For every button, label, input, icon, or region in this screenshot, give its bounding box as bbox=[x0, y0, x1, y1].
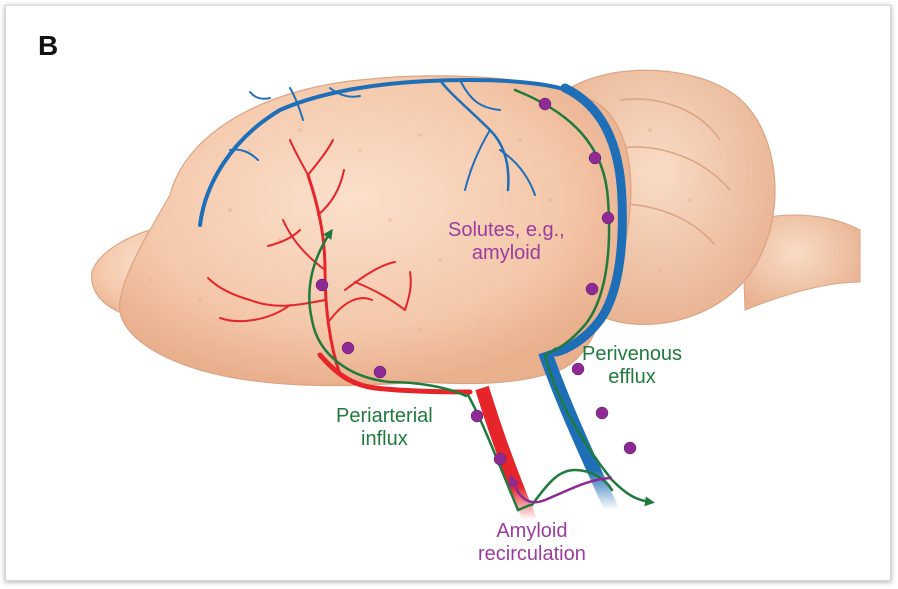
dot-icon bbox=[316, 279, 328, 291]
dot-icon bbox=[624, 442, 636, 454]
descending-artery bbox=[482, 388, 530, 520]
dot-icon bbox=[374, 366, 386, 378]
dot-icon bbox=[539, 98, 551, 110]
periarterial-label: Periarterial influx bbox=[336, 405, 433, 451]
dot-icon bbox=[471, 410, 483, 422]
dot-icon bbox=[602, 212, 614, 224]
recirculation-label: Amyloid recirculation bbox=[478, 520, 586, 566]
dot-icon bbox=[596, 407, 608, 419]
dot-icon bbox=[589, 152, 601, 164]
dot-icon bbox=[342, 342, 354, 354]
solutes-label: Solutes, e.g., amyloid bbox=[448, 219, 565, 265]
dot-icon bbox=[586, 283, 598, 295]
dot-icon bbox=[494, 453, 506, 465]
perivenous-label: Perivenous efflux bbox=[582, 343, 682, 389]
panel-label: B bbox=[38, 30, 58, 62]
